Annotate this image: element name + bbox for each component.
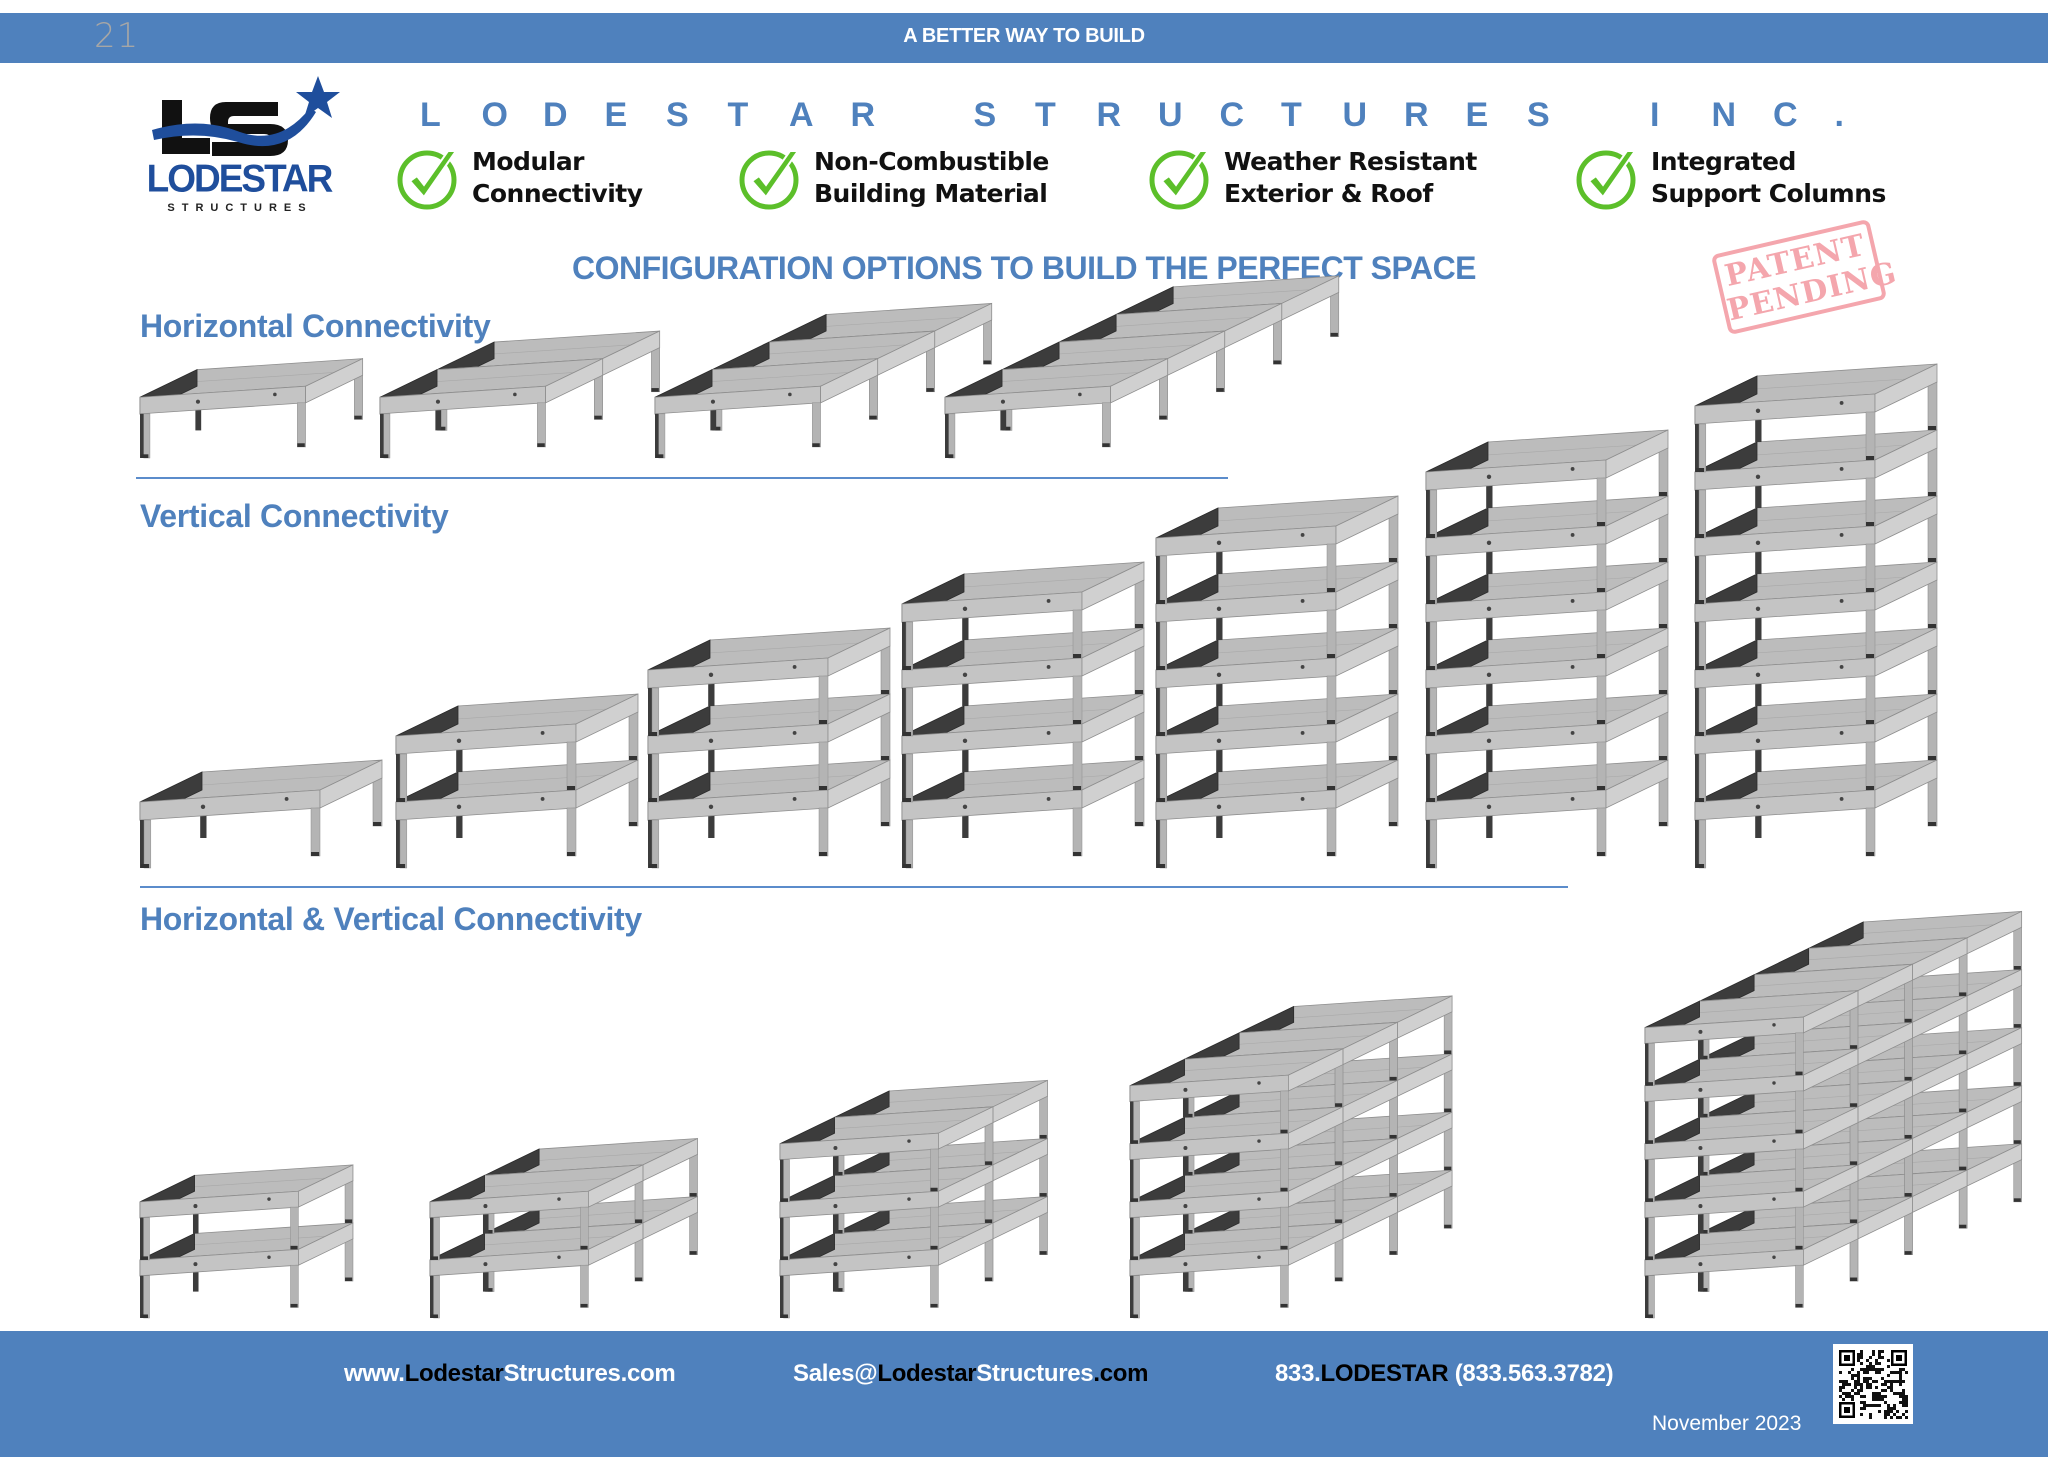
logo-subtitle: STRUCTURES [167,202,313,214]
section-title-vertical: Vertical Connectivity [140,498,449,534]
patent-pending-stamp: PATENT PENDING [1710,218,1900,336]
green-check-icon [1576,150,1637,210]
footer-email-link[interactable]: Sales@LodestarStructures.com [793,1360,1149,1387]
footer-website-link[interactable]: www.LodestarStructures.com [344,1360,676,1387]
feature-line2: Support Columns [1651,179,1886,208]
feature-line2: Building Material [814,179,1048,208]
title-letter: A [789,96,814,134]
header-tagline: A BETTER WAY TO BUILD [903,25,1145,47]
feature-line1: Modular [472,147,585,176]
structure-1x3 [647,627,891,869]
title-letter: U [1158,96,1183,134]
title-letter: S [973,96,997,134]
logo-wordmark: LODESTAR [146,156,334,200]
footer-bar [0,1331,2048,1457]
title-letter: R [1404,96,1429,134]
green-check-icon [1149,150,1210,210]
title-letter: T [727,96,749,134]
title-letter: U [1342,96,1368,134]
title-letter: C [1773,96,1798,134]
feature-line2: Connectivity [472,179,643,208]
structure-1x2 [139,1164,354,1319]
title-letter: S [1527,96,1550,134]
title-letter: E [1465,96,1489,134]
structure-2x3 [779,1079,1048,1319]
ls-monogram-icon [152,76,340,156]
structure-1x2 [395,693,639,869]
feature-line2: Exterior & Roof [1224,179,1433,208]
structure-1x1 [139,358,364,459]
structure-1x4 [901,561,1145,869]
structure-1x7 [1694,363,1938,869]
title-letter: R [850,96,876,134]
title-letter: T [1035,96,1056,134]
company-logo: LODESTAR STRUCTURES [140,72,350,222]
structure-2x1 [379,330,661,459]
title-letter: C [1219,96,1245,134]
structure-4x1 [944,275,1340,459]
feature-line1: Weather Resistant [1224,147,1477,176]
title-letter [1589,96,1598,135]
structure-1x6 [1425,429,1669,869]
section-title-horizontal: Horizontal Connectivity [140,308,491,344]
section-divider [136,477,1228,479]
title-letter: E [604,96,628,134]
qr-code-icon[interactable] [1833,1344,1913,1424]
section-divider [140,886,1568,888]
title-letter: T [1281,96,1302,134]
title-letter: D [543,96,568,134]
footer-date: November 2023 [1652,1412,1802,1435]
structure-3x4 [1129,995,1453,1319]
title-letter: O [481,96,508,134]
feature-line1: Non-Combustible [814,147,1049,176]
structure-1x1 [139,759,383,869]
feature-line1: Integrated [1651,147,1796,176]
structure-3x1 [654,302,993,459]
structure-1x5 [1155,495,1399,869]
section-title-horizontal-vertical: Horizontal & Vertical Connectivity [140,901,642,937]
header-bar [0,13,2048,63]
title-letter: I [1650,96,1660,134]
structure-4x5 [1644,910,2023,1319]
title-letter [912,96,921,135]
structure-2x2 [429,1137,698,1319]
title-letter: S [666,96,689,134]
title-letter: N [1711,96,1737,134]
footer-phone[interactable]: 833.LODESTAR (833.563.3782) [1275,1360,1614,1387]
green-check-icon [397,150,458,210]
green-check-icon [739,150,800,210]
title-letter: R [1096,96,1122,134]
title-letter: . [1834,96,1844,134]
title-letter: L [420,96,441,134]
page-number: 21 [94,16,140,56]
